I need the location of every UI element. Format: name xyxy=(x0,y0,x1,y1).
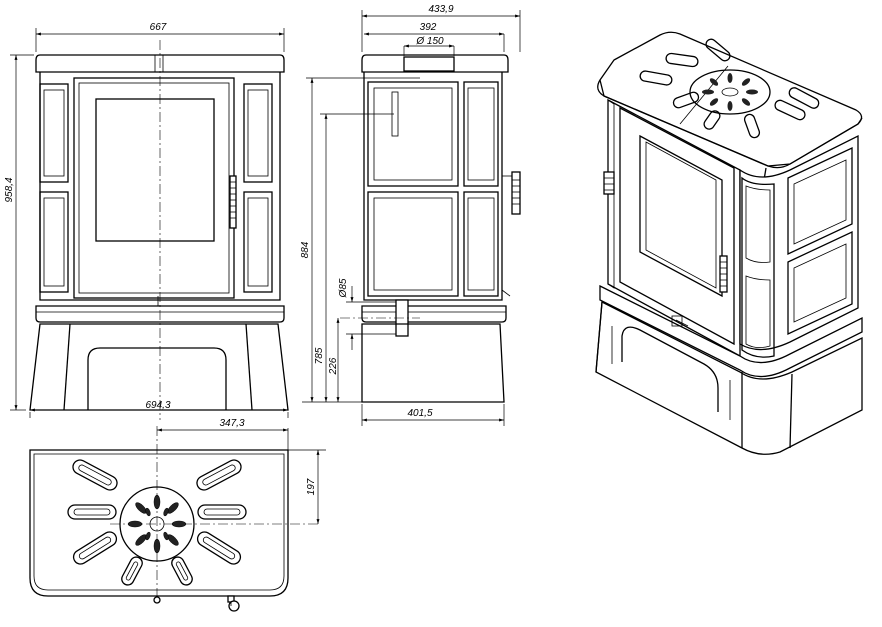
dim-rear-height: 785 xyxy=(314,347,325,364)
side-view: 433,9 392 Ø 150 884 785 226 Ø85 401,5 xyxy=(300,4,521,426)
dim-flue-diameter: Ø 150 xyxy=(415,36,444,47)
isometric-view xyxy=(595,31,863,455)
side-base xyxy=(361,323,505,403)
top-plate-outline xyxy=(29,449,289,597)
side-top-plate xyxy=(361,54,509,73)
dim-base-width: 694,3 xyxy=(145,400,170,411)
top-slots xyxy=(67,459,247,586)
dim-top-offset: 197 xyxy=(306,478,317,495)
side-handle xyxy=(511,171,521,215)
front-bottom-band xyxy=(35,305,285,323)
dim-air-inlet-diameter: Ø85 xyxy=(338,278,349,298)
iso-base xyxy=(595,300,863,455)
front-view: 667 958,4 694,3 xyxy=(4,22,289,420)
front-top-plate xyxy=(35,54,285,73)
dim-side-depth: 433,9 xyxy=(428,4,453,15)
side-body xyxy=(363,72,503,301)
dim-side-inner-depth: 392 xyxy=(420,22,437,33)
front-base-arch xyxy=(87,347,227,410)
iso-bottom-band xyxy=(599,284,863,378)
top-rosette xyxy=(119,486,195,562)
dim-front-width: 667 xyxy=(150,22,167,33)
top-view: 347,3 197 xyxy=(29,418,326,612)
dim-side-flue-height: 884 xyxy=(300,241,311,258)
dim-front-height: 958,4 xyxy=(4,177,15,202)
front-door xyxy=(73,77,235,299)
flue-outlet xyxy=(403,56,455,72)
dim-top-half-width: 347,3 xyxy=(219,418,244,429)
dim-inlet-height: 226 xyxy=(328,357,339,375)
door-handle xyxy=(229,175,237,229)
front-glass xyxy=(95,98,215,242)
iso-door-glass xyxy=(639,134,723,298)
dim-base-depth: 401,5 xyxy=(407,408,432,419)
iso-side-face xyxy=(739,134,859,351)
